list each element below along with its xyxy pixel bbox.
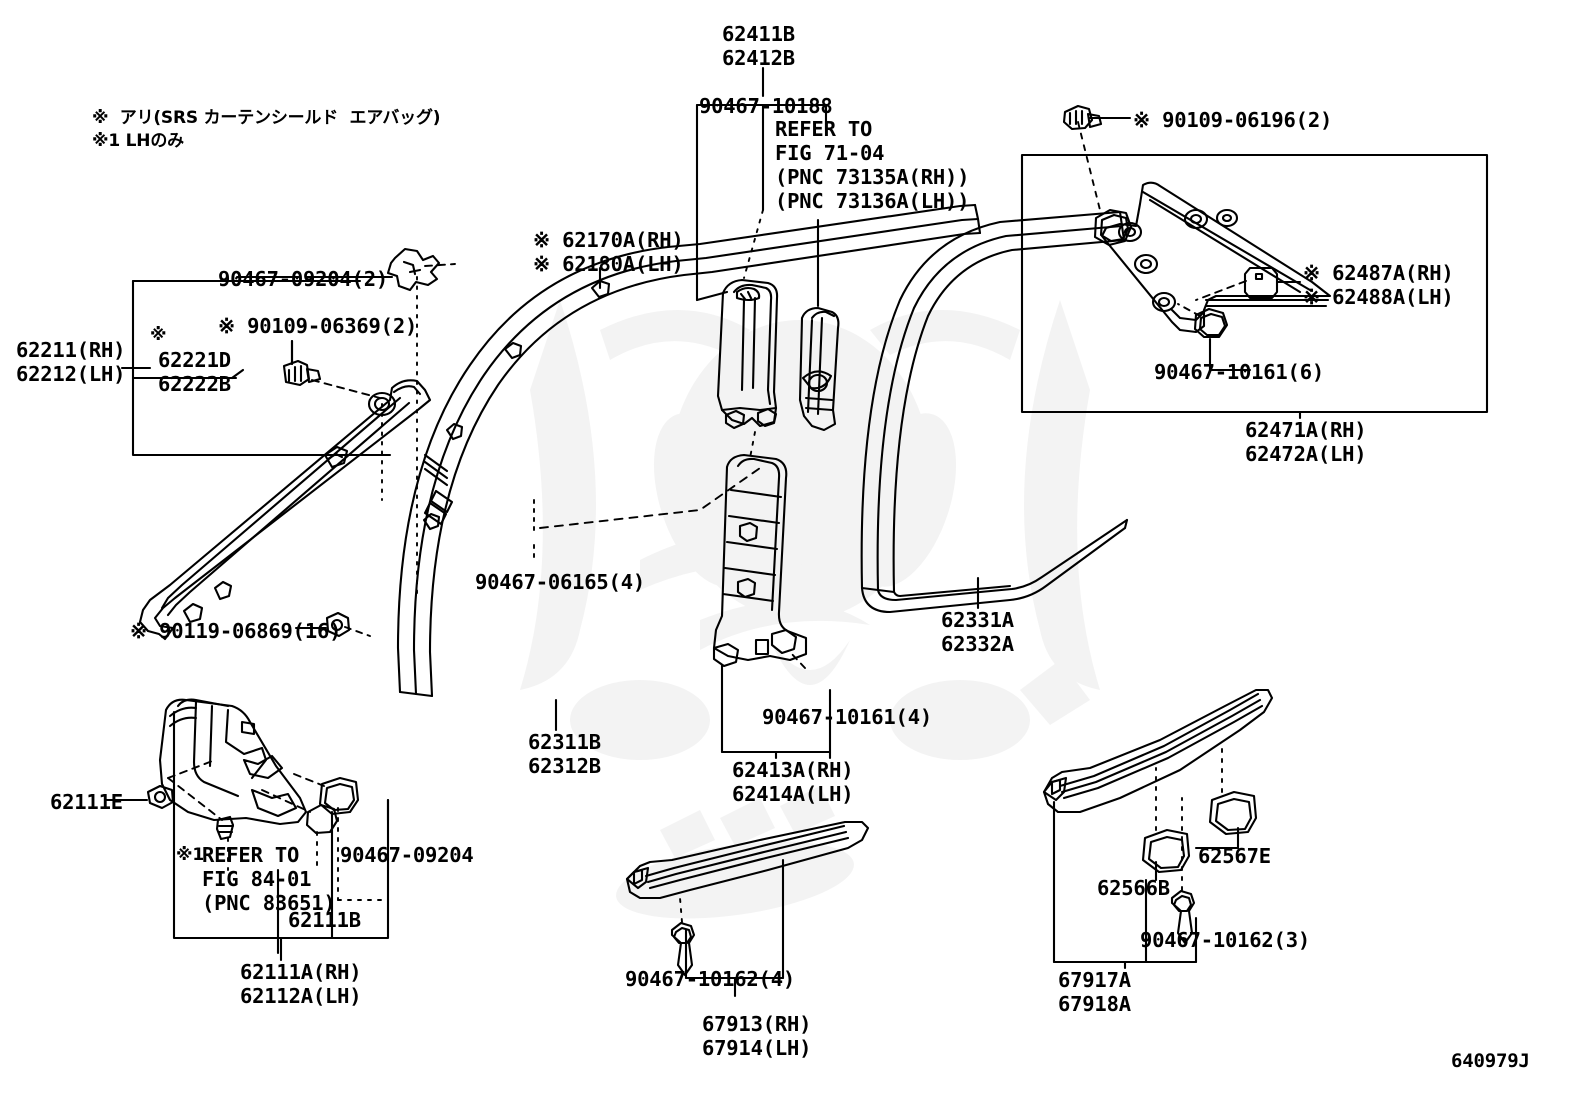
label-62412b: 62412B	[722, 46, 795, 70]
label-refer-to-84-01-line2: FIG 84-01	[202, 867, 312, 891]
label-refer-to-84-01-line1: REFER TO	[202, 843, 300, 867]
label-62488a-lh: ※ 62488A(LH)	[1303, 285, 1454, 309]
label-90119-06869-16: ※ 90119-06869(16)	[130, 619, 342, 643]
label-67914-lh: 67914(LH)	[702, 1036, 812, 1060]
label-pnc-73136a: (PNC 73136A(LH))	[775, 189, 970, 213]
label-refer-to-71-04-line2: FIG 71-04	[775, 141, 885, 165]
label-62212-lh: 62212(LH)	[16, 362, 126, 386]
label-62332a: 62332A	[941, 632, 1014, 656]
label-90467-06165-4: 90467-06165(4)	[475, 570, 645, 594]
label-62566b: 62566B	[1097, 876, 1170, 900]
label-67913-rh: 67913(RH)	[702, 1012, 812, 1036]
label-62411b: 62411B	[722, 22, 795, 46]
label-62112a-lh: 62112A(LH)	[240, 984, 362, 1008]
label-62222b: 62222B	[158, 372, 231, 396]
label-90467-10162-4: 90467-10162(4)	[625, 967, 795, 991]
label-62414a-lh: 62414A(LH)	[732, 782, 854, 806]
label-62312b: 62312B	[528, 754, 601, 778]
label-67917a: 67917A	[1058, 968, 1131, 992]
label-90467-10188: 90467-10188	[699, 94, 833, 118]
label-62413a-rh: 62413A(RH)	[732, 758, 854, 782]
label-62311b: 62311B	[528, 730, 601, 754]
label-62111b: 62111B	[288, 908, 361, 932]
label-90467-09204-2: 90467-09204(2)	[218, 267, 388, 291]
label-62567e: 62567E	[1198, 844, 1271, 868]
label-62221d: 62221D	[158, 348, 231, 372]
label-62170a: ※ 62170A(RH)	[533, 228, 684, 252]
legend-line-2: ※1 LHのみ	[92, 131, 184, 151]
label-90109-06369-2: ※ 90109-06369(2)	[218, 314, 418, 338]
label-90467-10162-3: 90467-10162(3)	[1140, 928, 1310, 952]
legend-line-1: ※ アリ(SRS カーテンシールド エアバッグ)	[92, 108, 441, 128]
label-62221d-mark: ※	[150, 325, 167, 345]
diagram-id: 640979J	[1451, 1050, 1530, 1072]
label-90467-10161-4: 90467-10161(4)	[762, 705, 932, 729]
label-62111a-rh: 62111A(RH)	[240, 960, 362, 984]
label-62331a: 62331A	[941, 608, 1014, 632]
label-90467-09204-cowl: 90467-09204	[340, 843, 474, 867]
label-pnc-73135a: (PNC 73135A(RH))	[775, 165, 970, 189]
label-62471a-rh: 62471A(RH)	[1245, 418, 1367, 442]
label-refer-to-71-04-line1: REFER TO	[775, 117, 873, 141]
label-62211-rh: 62211(RH)	[16, 338, 126, 362]
label-62472a-lh: 62472A(LH)	[1245, 442, 1367, 466]
label-pnc-83651: (PNC 83651)	[202, 891, 336, 915]
label-cowl-refer-mark: ※1	[176, 845, 204, 865]
label-62111e: 62111E	[50, 790, 123, 814]
label-90109-06196-2: ※ 90109-06196(2)	[1133, 108, 1333, 132]
label-67918a: 67918A	[1058, 992, 1131, 1016]
label-62487a-rh: ※ 62487A(RH)	[1303, 261, 1454, 285]
label-90467-10161-6: 90467-10161(6)	[1154, 360, 1324, 384]
label-62180a: ※ 62180A(LH)	[533, 252, 684, 276]
